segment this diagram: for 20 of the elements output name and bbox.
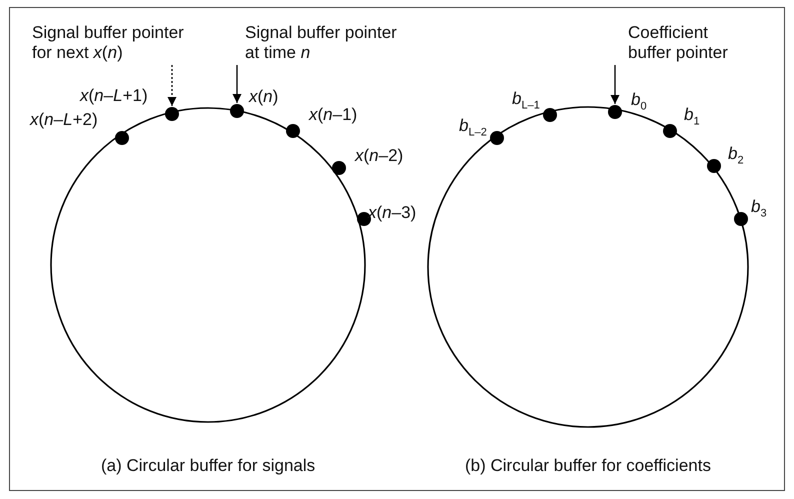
caption: (b) Circular buffer for coefficients	[465, 456, 711, 476]
slot-label: x(n)	[249, 87, 278, 107]
slot-label: b$_{3}$	[751, 197, 767, 220]
pointer-label: Coefficient buffer pointer	[628, 23, 738, 63]
pointer-arrow	[167, 65, 177, 106]
pointer-arrow	[232, 65, 242, 103]
slot-label: b$_{L–2}$	[459, 116, 487, 138]
slot-label: x(n–2)	[355, 146, 404, 166]
pointer-label: Signal buffer pointer at time n	[245, 23, 413, 63]
caption: (a) Circular buffer for signals	[101, 456, 316, 476]
slot-label: b$_{1}$	[684, 105, 700, 128]
slot-label: b$_{2}$	[728, 144, 744, 166]
pointer-arrow	[610, 65, 620, 104]
slot-label: b$_{L–1}$	[512, 89, 540, 112]
slot-label: x(n–1)	[309, 105, 358, 125]
slot-label: x(n–3)	[368, 203, 416, 223]
pointer-label: Signal buffer pointer for next x(n)	[32, 23, 200, 63]
slot-label: x(n–L+2)	[30, 110, 98, 130]
slot-label: x(n–L+1)	[80, 86, 148, 106]
slot-label: b$_{0}$	[631, 90, 647, 112]
